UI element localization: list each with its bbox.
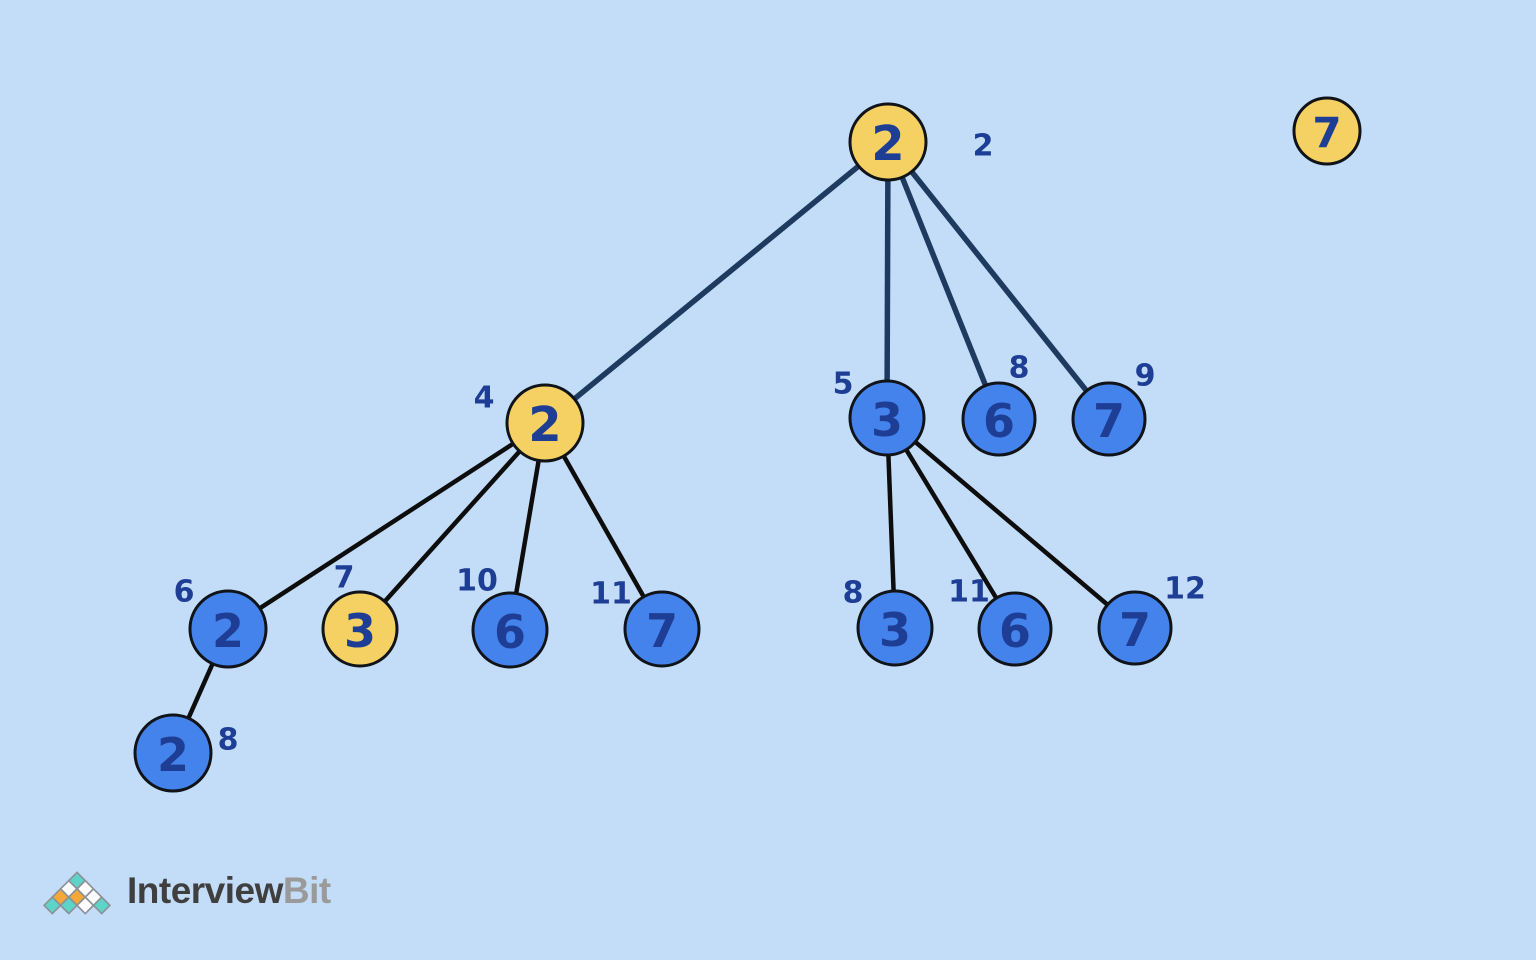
tree-edge-n5-n11b <box>885 416 1017 631</box>
interviewbit-logo-text: InterviewBit <box>127 872 331 915</box>
tree-node-n12: 7 12 <box>1097 572 1206 666</box>
node-circle <box>133 713 213 793</box>
node-circle <box>1071 381 1147 457</box>
tree-edge-root-n9 <box>885 140 1112 421</box>
node-index-label: 2 <box>973 129 994 164</box>
node-circle <box>848 379 926 457</box>
logo-diamond-white <box>75 895 95 915</box>
node-value: 6 <box>983 394 1015 448</box>
node-circle <box>321 590 399 668</box>
node-circle <box>856 589 934 667</box>
tree-node-n11a: 7 11 <box>590 577 701 668</box>
tree-node-free7: 7 <box>1292 96 1362 166</box>
node-index-label: 8 <box>218 723 239 758</box>
node-circle <box>1097 590 1173 666</box>
tree-node-n8b: 38 <box>843 576 934 667</box>
logo-text-interview: Interview <box>127 869 283 911</box>
node-circle <box>471 591 549 669</box>
interviewbit-logo-mark-icon <box>43 871 111 915</box>
node-circle <box>505 383 585 463</box>
tree-edge-root-n8a <box>885 140 1002 421</box>
node-index-label: 12 <box>1164 572 1206 607</box>
node-value: 7 <box>1312 109 1341 158</box>
node-value: 2 <box>528 397 561 453</box>
node-index-label: 10 <box>456 564 498 599</box>
node-circle <box>188 589 268 669</box>
logo-diamond-teal <box>92 895 111 915</box>
logo-diamond-teal <box>43 895 62 915</box>
node-circle <box>1292 96 1362 166</box>
tree-edge-root-n4 <box>543 139 890 426</box>
tree-node-n10: 610 <box>456 564 549 669</box>
node-value: 2 <box>212 604 244 658</box>
node-index-label: 11 <box>590 577 632 612</box>
node-value: 6 <box>999 604 1031 658</box>
tree-node-n8a: 68 <box>961 351 1037 457</box>
tree-edge-root-n5 <box>884 141 891 419</box>
node-index-label: 7 <box>334 561 355 596</box>
node-index-label: 8 <box>1009 351 1030 386</box>
node-value: 6 <box>494 605 526 659</box>
node-value: 2 <box>871 116 904 172</box>
node-value: 3 <box>871 393 903 447</box>
node-index-label: 4 <box>474 381 495 416</box>
node-index-label: 5 <box>833 367 854 402</box>
tree-node-n4: 24 <box>474 381 585 463</box>
node-index-label: 8 <box>843 576 864 611</box>
tree-node-n9: 79 <box>1071 359 1156 457</box>
node-index-label: 11 <box>948 575 990 610</box>
tree-edge-n5-n12 <box>885 416 1137 630</box>
node-index-label: 9 <box>1135 359 1156 394</box>
node-value: 7 <box>1119 603 1151 657</box>
tree-node-n7: 37 <box>321 561 399 668</box>
node-circle <box>623 590 701 668</box>
node-circle <box>961 381 1037 457</box>
logo-diamond-teal <box>59 895 79 915</box>
tree-node-n6: 26 <box>174 575 268 669</box>
node-value: 3 <box>344 604 376 658</box>
node-value: 2 <box>157 728 189 782</box>
node-circle <box>848 102 928 182</box>
tree-node-n11b: 6 11 <box>948 575 1053 667</box>
node-circle <box>977 591 1053 667</box>
tree-edge-n4-n6 <box>226 421 547 631</box>
node-index-label: 6 <box>174 575 195 610</box>
logo-text-bit: Bit <box>282 869 331 911</box>
node-value: 7 <box>646 604 678 658</box>
tree-node-n5: 35 <box>833 367 926 457</box>
interviewbit-logo: InterviewBit <box>43 870 331 916</box>
node-value: 3 <box>879 603 911 657</box>
tree-edge-n4-n7 <box>358 421 547 631</box>
node-value: 7 <box>1093 394 1125 448</box>
